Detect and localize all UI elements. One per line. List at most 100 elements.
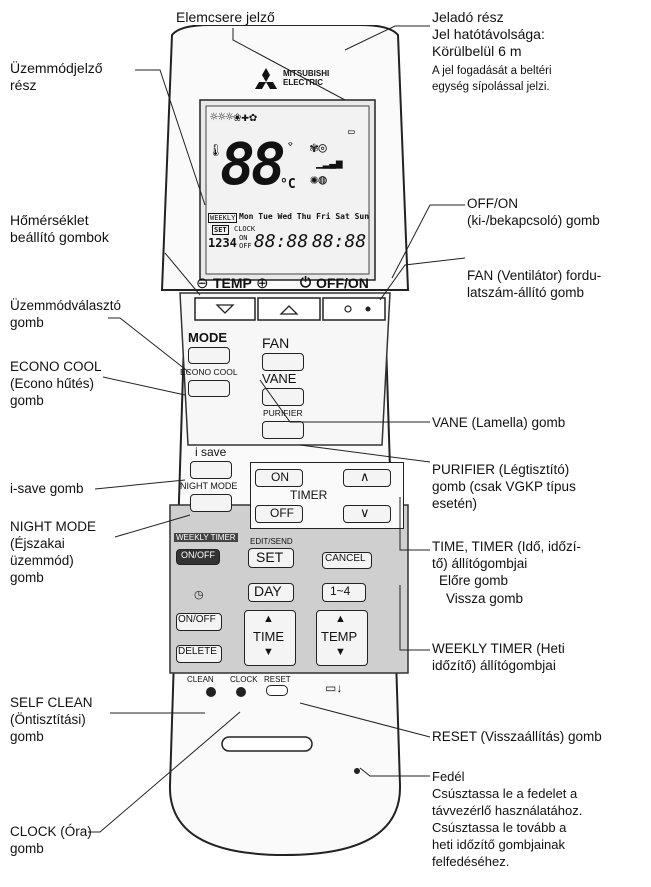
clock-button[interactable] [236, 687, 246, 697]
label-fedel-1: Fedél [432, 769, 465, 784]
lcd-thermometer-icon: 🌡 [208, 143, 224, 157]
lcd-set: SET [212, 225, 229, 235]
isave-button[interactable] [190, 461, 232, 479]
weekly-onoff-button[interactable] [176, 549, 220, 565]
fan-button[interactable] [262, 353, 304, 371]
clock-small-icon: ◷ [194, 589, 204, 601]
remote-control: MITSUBISHI ELECTRIC ☼☼☼❀✚✿ ▭ 🌡 88 °C ⌔ ✾… [150, 24, 420, 880]
fan-label: FAN [262, 335, 290, 351]
temp-plus-icon: ⊕ [256, 275, 269, 292]
offon-button[interactable] [323, 298, 385, 320]
timer-up-button[interactable] [343, 469, 391, 487]
label-weekly-1: WEEKLY TIMER (Heti [432, 641, 565, 656]
label-weekly: WEEKLY TIMER (Heti időzítő) állítógombja… [432, 640, 565, 674]
label-time-timer: TIME, TIMER (Idő, időzí- tő) állítógombj… [432, 538, 581, 572]
purifier-label: PURIFIER [263, 408, 303, 418]
mode-label: MODE [188, 330, 227, 345]
set-button[interactable] [248, 548, 294, 568]
timer-off-button[interactable] [255, 505, 303, 523]
onoff-button[interactable] [176, 613, 222, 631]
label-homerseklet-1: Hőmérséklet [10, 212, 89, 228]
delete-label: DELETE [178, 646, 217, 657]
lcd-mode-icons: ☼☼☼❀✚✿ [210, 110, 257, 125]
label-night: NIGHT MODE (Éjszakai üzemmód) gomb [10, 518, 96, 586]
brand-name-line1: MITSUBISHI [283, 69, 330, 78]
purifier-button[interactable] [262, 421, 304, 439]
temp-label: TEMP [213, 275, 252, 291]
weekly-temp-button[interactable] [316, 610, 368, 666]
label-elore: Előre gomb [439, 573, 509, 588]
label-fan-2: latszám-állító gomb [467, 285, 585, 300]
temp-down-button[interactable] [195, 298, 255, 320]
lcd-on: ON [239, 234, 248, 242]
label-time-timer-2: tő) állítógombjai [432, 556, 528, 571]
label-self-clean: SELF CLEAN (Öntisztítási) gomb [10, 694, 93, 745]
mitsubishi-diamonds-icon [255, 68, 277, 89]
night-mode-button[interactable] [190, 494, 232, 512]
label-uzemmod-valaszto: Üzemmódválasztó gomb [10, 297, 121, 331]
label-purifier-1: PURIFIER (Légtisztító) [432, 462, 570, 477]
range-button[interactable] [322, 583, 366, 602]
brand-logo [253, 67, 279, 96]
weekly-temp-label: TEMP [321, 629, 358, 644]
power-icon: ⏻ [300, 274, 312, 290]
label-uzemmod-jelzo-2: rész [10, 77, 37, 93]
label-reset: RESET (Visszaállítás) gomb [432, 729, 602, 744]
label-night-2: (Éjszakai [10, 536, 65, 551]
day-button[interactable] [248, 583, 294, 602]
label-vane: VANE (Lamella) gomb [432, 415, 566, 430]
lcd-time2: 88:88 [312, 231, 367, 252]
time-button[interactable] [244, 610, 296, 666]
label-uzemmod-jelzo: Üzemmódjelző rész [10, 60, 103, 94]
brand-name-line2: ELECTRIC [283, 78, 323, 87]
label-fan-1: FAN (Ventilátor) fordu- [467, 268, 602, 283]
cancel-label: CANCEL [325, 553, 366, 564]
reset-label: RESET [264, 675, 291, 684]
offon-label: OFF/ON [316, 275, 369, 291]
onoff-label: ON/OFF [178, 614, 216, 625]
label-night-4: gomb [10, 570, 44, 585]
label-self-clean-1: SELF CLEAN [10, 695, 93, 710]
isave-label: i save [195, 445, 227, 459]
lcd-temperature: 88 [220, 130, 286, 198]
label-homerseklet: Hőmérséklet beállító gombok [10, 212, 109, 246]
reset-button[interactable] [266, 685, 288, 696]
temp-up-button[interactable] [258, 298, 320, 320]
timer-down-icon: ∨ [360, 505, 370, 520]
label-jelado: Jeladó rész Jel hatótávolsága: Körülbelü… [432, 9, 545, 60]
label-fedel-5: heti időzítő gombjainak [432, 837, 565, 852]
label-fedel-3: távvezérlő használatához. [432, 803, 583, 818]
edit-send-label: EDIT/SEND [250, 537, 293, 546]
label-jelado-note: A jel fogadását a beltéri egység sípolás… [432, 63, 552, 95]
label-uzemmod-valaszto-2: gomb [10, 315, 44, 330]
label-econo-2: (Econo hűtés) [10, 376, 95, 391]
label-uzemmod-valaszto-1: Üzemmódválasztó [10, 298, 122, 313]
remote-outline [160, 24, 410, 857]
timer-off-label: OFF [270, 506, 294, 520]
label-fedel: Fedél Csúsztassa le a fedelet a távvezér… [432, 768, 582, 870]
label-self-clean-3: gomb [10, 729, 44, 744]
vane-button[interactable] [262, 388, 304, 406]
timer-label: TIMER [290, 488, 328, 502]
timer-on-button[interactable] [255, 469, 303, 487]
weekly-onoff-label: ON/OFF [181, 550, 215, 560]
self-clean-button[interactable] [206, 687, 216, 697]
econo-cool-button[interactable] [188, 380, 230, 397]
lcd-bars-icon: ▁▂▃▅ [316, 156, 343, 169]
night-label: NIGHT MODE [180, 481, 238, 491]
econo-label: ECONO COOL [180, 367, 238, 377]
label-weekly-2: időzítő) állítógombjai [432, 658, 556, 673]
lcd-off: OFF [239, 242, 252, 250]
timer-up-icon: ∧ [360, 469, 370, 484]
label-clock: CLOCK (Óra) gomb [10, 823, 92, 857]
label-jelado-1: Jeladó rész [432, 9, 504, 25]
cancel-button[interactable] [322, 552, 372, 569]
delete-button[interactable] [176, 645, 222, 663]
mode-button[interactable] [188, 347, 230, 364]
day-label: DAY [254, 583, 282, 599]
label-night-1: NIGHT MODE [10, 519, 97, 534]
lcd-battery-icon: ▭ [348, 125, 355, 138]
timer-down-button[interactable] [343, 505, 391, 523]
label-uzemmod-jelzo-1: Üzemmódjelző [10, 60, 103, 76]
label-jelado-note-2: egység sípolással jelzi. [432, 81, 550, 93]
